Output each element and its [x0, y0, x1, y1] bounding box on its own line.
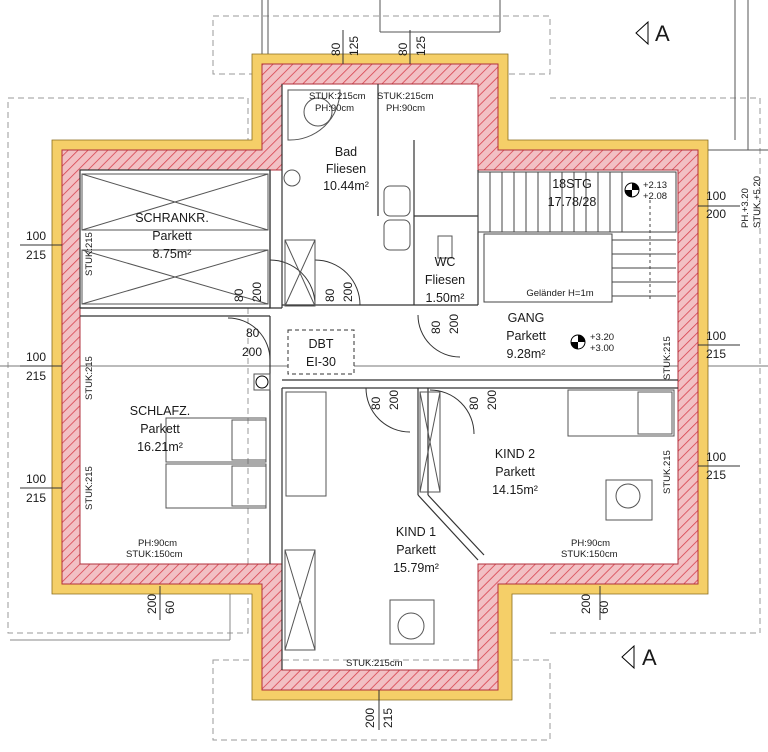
schrank-name: SCHRANKR.: [135, 211, 209, 225]
kind1-floor: Parkett: [396, 543, 436, 557]
dim-schlaf-door-b: 200: [242, 345, 262, 359]
dim-bad-door-a: 80: [323, 288, 337, 302]
dim-top-1-b: 125: [347, 36, 361, 56]
note-stuk-schrank: STUK:215: [84, 232, 95, 276]
dim-top-1-a: 80: [329, 42, 343, 56]
outline-solid: [0, 0, 768, 641]
section-marker-top-label: A: [655, 21, 670, 46]
dim-bad-door-b: 200: [341, 282, 355, 302]
note-stuk-bad-1: STUK:215cm: [309, 91, 366, 102]
note-stuk-kind2: STUK:150cm: [561, 549, 618, 560]
dim-right-1-b: 200: [706, 207, 726, 221]
gang-name: GANG: [508, 311, 545, 325]
note-stuk-schlaf: STUK:150cm: [126, 549, 183, 560]
wc-name: WC: [435, 255, 456, 269]
dim-bottom-left-b: 60: [163, 600, 177, 614]
section-marker-top: [635, 20, 649, 46]
dim-top-2-a: 80: [396, 42, 410, 56]
note-stuk-gang: STUK:215: [662, 336, 673, 380]
wardrobe: [81, 173, 441, 651]
kind2-floor: Parkett: [495, 465, 535, 479]
note-stuk-kind2: STUK.215: [662, 450, 673, 494]
note-ph-bad-2: PH:90cm: [386, 103, 425, 114]
section-marker-bottom: [621, 644, 635, 670]
level-stairs-top: +2.13: [643, 180, 667, 191]
dim-left-2-b: 215: [26, 369, 46, 383]
dim-right-3-b: 215: [706, 468, 726, 482]
note-stuk-schlaf-1: STUK:215: [84, 356, 95, 400]
level-gang-top: +3.20: [590, 332, 614, 343]
interior-walls: [79, 84, 678, 670]
note-stuk-bad-2: STUK:215cm: [377, 91, 434, 102]
dim-wc-door-a: 80: [429, 320, 443, 334]
outline-dashed: [7, 15, 761, 741]
kind2-area: 14.15m²: [492, 483, 538, 497]
dim-bottom-right-b: 60: [597, 600, 611, 614]
dim-bottom-right-a: 200: [579, 594, 593, 614]
dim-top-2-b: 125: [414, 36, 428, 56]
level-ph-side: PH.+3.20: [740, 188, 751, 228]
note-ph-bad-1: PH:90cm: [315, 103, 354, 114]
note-stuk-kind1: STUK:215cm: [346, 658, 403, 669]
dim-kind2-door-a: 80: [467, 396, 481, 410]
bad-name: Bad: [335, 145, 357, 159]
level-gang-bottom: +3.00: [590, 343, 614, 354]
bad-area: 10.44m²: [323, 179, 369, 193]
staircase: [477, 171, 677, 303]
dim-kind2-door-b: 200: [485, 390, 499, 410]
note-stuk-schlaf-2: STUK:215: [84, 466, 95, 510]
dim-right-1-a: 100: [706, 189, 726, 203]
dim-schrank-door-b: 200: [250, 282, 264, 302]
wc-floor: Fliesen: [425, 273, 465, 287]
note-ph-kind2: PH:90cm: [571, 538, 610, 549]
level-stairs-bottom: +2.08: [643, 191, 667, 202]
gang-floor: Parkett: [506, 329, 546, 343]
dim-right-3-a: 100: [706, 450, 726, 464]
schlaf-name: SCHLAFZ.: [130, 404, 190, 418]
dim-schlaf-door-a: 80: [246, 326, 260, 340]
level-stuk-side: STUK.+5.20: [752, 176, 763, 228]
kind2-name: KIND 2: [495, 447, 535, 461]
dim-bottom-center-a: 200: [363, 708, 377, 728]
dim-left-3-a: 100: [26, 472, 46, 486]
dim-right-2-b: 215: [706, 347, 726, 361]
railing-label: Geländer H=1m: [526, 288, 593, 299]
schrank-floor: Parkett: [152, 229, 192, 243]
note-ph-schlaf: PH:90cm: [138, 538, 177, 549]
dbt-box: [287, 329, 355, 375]
schlaf-floor: Parkett: [140, 422, 180, 436]
stairs-count: 18STG: [552, 177, 592, 191]
wc-area: 1.50m²: [426, 291, 465, 305]
dim-bottom-left-a: 200: [145, 594, 159, 614]
dim-left-1-a: 100: [26, 229, 46, 243]
furniture: [165, 89, 675, 645]
kind1-name: KIND 1: [396, 525, 436, 539]
bad-floor: Fliesen: [326, 162, 366, 176]
dimension-lines: [20, 30, 740, 730]
dim-bottom-center-b: 215: [381, 708, 395, 728]
level-marker-stairs: [624, 182, 640, 198]
level-marker-gang: [570, 334, 586, 350]
dim-right-2-a: 100: [706, 329, 726, 343]
schrank-area: 8.75m²: [153, 247, 192, 261]
dim-kind1-door-a: 80: [369, 396, 383, 410]
dim-left-1-b: 215: [26, 248, 46, 262]
stairs-dims: 17.78/28: [548, 195, 597, 209]
dim-kind1-door-b: 200: [387, 390, 401, 410]
dim-schrank-door-a: 80: [232, 288, 246, 302]
dbt-name: DBT: [309, 337, 334, 351]
section-marker-bottom-label: A: [642, 645, 657, 670]
dim-wc-door-b: 200: [447, 314, 461, 334]
doors: [227, 259, 475, 435]
dim-left-3-b: 215: [26, 491, 46, 505]
dbt-rating: EI-30: [306, 355, 336, 369]
schlaf-area: 16.21m²: [137, 440, 183, 454]
kind1-area: 15.79m²: [393, 561, 439, 575]
dim-left-2-a: 100: [26, 350, 46, 364]
gang-area: 9.28m²: [507, 347, 546, 361]
